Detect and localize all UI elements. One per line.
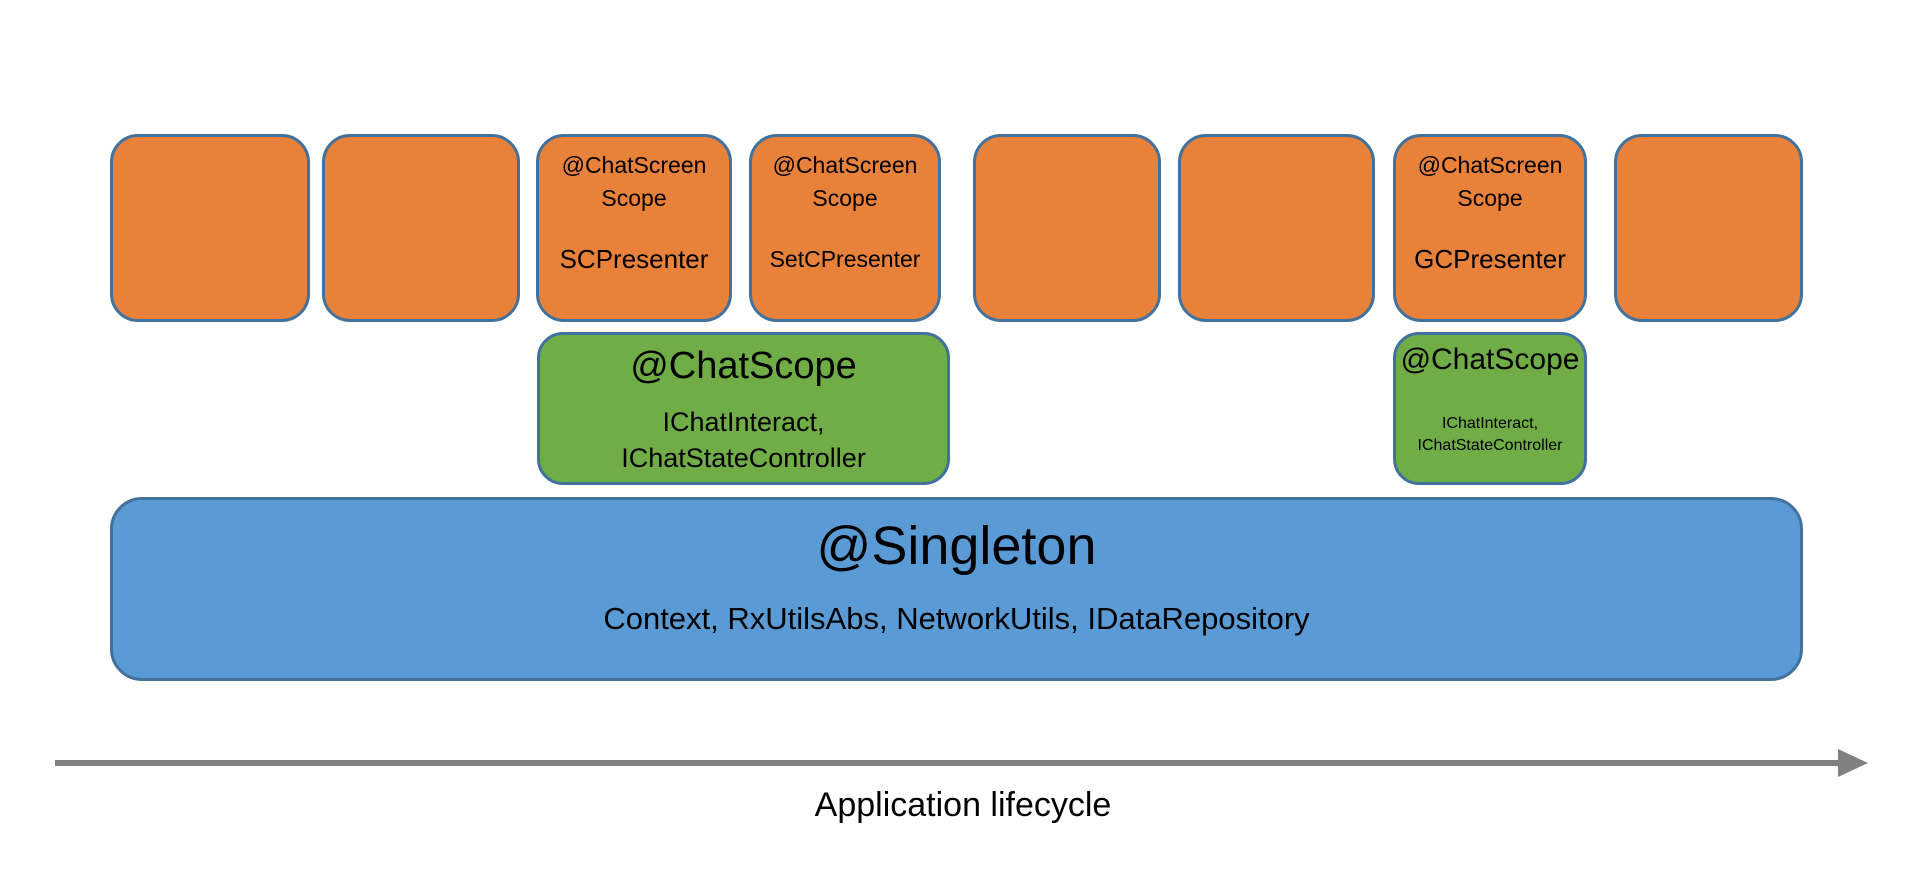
scope-annotation: @ChatScope xyxy=(1400,343,1580,376)
component-names: IChatInteract, IChatStateController xyxy=(1417,415,1563,455)
chat-scope-box-small: @ChatScope IChatInteract, IChatStateCont… xyxy=(1393,332,1587,485)
screen-scope-box-scpresenter: @ChatScreen Scope SCPresenter xyxy=(536,134,732,322)
scope-annotation: @ChatScreen Scope xyxy=(1417,152,1563,212)
component-name: SetCPresenter xyxy=(769,246,921,272)
screen-scope-box-gcpresenter: @ChatScreen Scope GCPresenter xyxy=(1393,134,1587,322)
screen-scope-box-1 xyxy=(110,134,310,322)
component-names: Context, RxUtilsAbs, NetworkUtils, IData… xyxy=(603,600,1310,636)
scope-annotation: @Singleton xyxy=(816,516,1097,576)
timeline-arrow-head-icon xyxy=(1838,749,1868,777)
chat-scope-box-large: @ChatScope IChatInteract, IChatStateCont… xyxy=(537,332,950,485)
screen-scope-box-6 xyxy=(1178,134,1375,322)
scope-annotation: @ChatScope xyxy=(630,345,857,387)
component-name: GCPresenter xyxy=(1414,244,1566,274)
timeline-arrow-line xyxy=(55,760,1840,766)
component-names: IChatInteract, IChatStateController xyxy=(621,407,866,474)
component-name: SCPresenter xyxy=(559,244,709,274)
scope-annotation: @ChatScreen Scope xyxy=(561,152,707,212)
screen-scope-box-2 xyxy=(322,134,520,322)
singleton-scope-box: @Singleton Context, RxUtilsAbs, NetworkU… xyxy=(110,497,1803,681)
screen-scope-box-5 xyxy=(973,134,1161,322)
timeline-label: Application lifecycle xyxy=(814,786,1112,824)
screen-scope-box-setcpresenter: @ChatScreen Scope SetCPresenter xyxy=(749,134,941,322)
screen-scope-box-8 xyxy=(1614,134,1803,322)
scope-annotation: @ChatScreen Scope xyxy=(772,152,918,212)
